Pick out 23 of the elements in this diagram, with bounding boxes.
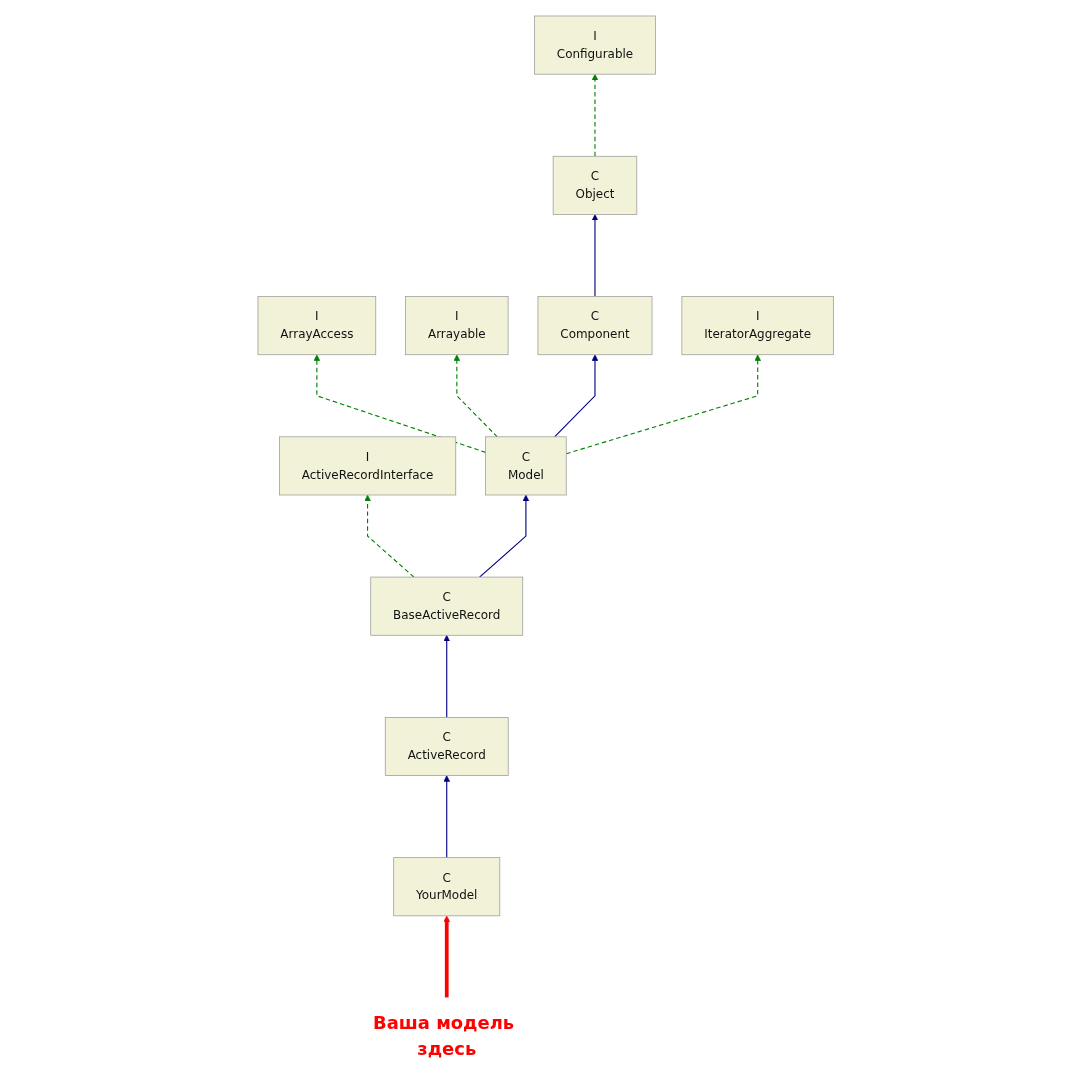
node-box: I ActiveRecordInterface [279,436,457,496]
node-text: Ваша модель здесь [373,1012,515,1060]
node-box: I Configurable [534,15,657,75]
arrow [453,354,499,438]
arrow [443,635,451,718]
arrow [479,494,530,578]
arrow [591,214,599,298]
arrow [364,494,415,578]
node-box: C Model [485,436,567,496]
node-box: C ActiveRecord [385,717,509,776]
node-box: I Arrayable [405,296,509,356]
node-box: C BaseActiveRecord [370,576,524,636]
arrow [443,775,451,859]
node-box: C Object [553,155,638,215]
arrow [313,354,487,453]
node-box: C Component [537,296,653,356]
node-box: I IteratorAggregate [681,296,835,356]
arrow [565,354,762,455]
node-box: C YourModel [393,857,501,917]
arrow [443,915,451,998]
node-box: I ArrayAccess [257,296,377,356]
arrow [554,354,599,438]
arrow [591,73,599,157]
